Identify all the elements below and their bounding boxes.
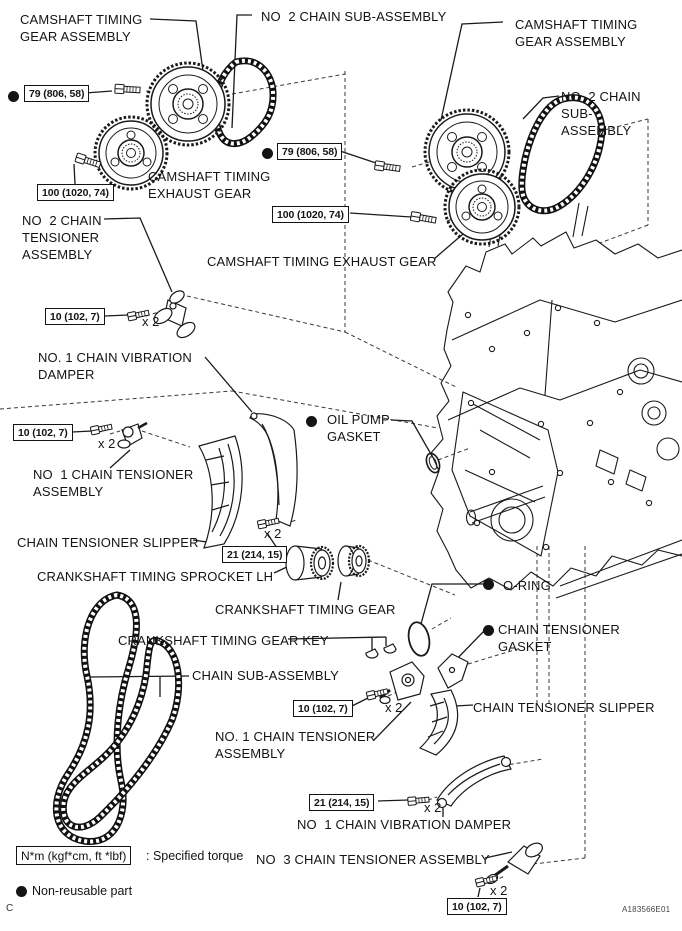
label-no1-chain-vibration-damper-bottom: NO 1 CHAIN VIBRATION DAMPER [297, 817, 512, 832]
multiplier-x2: x 2 [490, 883, 508, 898]
label-no2-chain-sub-assembly-top: NO 2 CHAIN SUB-ASSEMBLY [261, 9, 447, 24]
engine-block-line-art [430, 202, 682, 599]
leader-lines [71, 14, 560, 898]
crankshaft-timing-gear-key-drawing [365, 643, 397, 659]
torque-box-21-a: 21 (214, 15) [222, 546, 288, 563]
label-no1-chain-tensioner-assembly-top: NO 1 CHAIN TENSIONER ASSEMBLY [33, 467, 194, 499]
chain-tensioner-slipper-right-drawing [418, 689, 459, 756]
oil-pump-gasket-drawing [425, 452, 441, 474]
label-no2-chain-tensioner-assembly: NO 2 CHAIN TENSIONER ASSEMBLY [22, 213, 102, 262]
chain-tensioner-slipper-left-drawing [198, 435, 243, 549]
torque-box-100-right: 100 (1020, 74) [272, 206, 349, 223]
no1-chain-tensioner-assembly-bottom-drawing [379, 661, 425, 705]
non-reusable-bullet-icon [483, 625, 494, 636]
label-crankshaft-timing-sprocket-lh: CRANKSHAFT TIMING SPROCKET LH [37, 569, 274, 584]
legend-torque-units-box: N*m (kgf*cm, ft *lbf) [16, 846, 132, 865]
non-reusable-bullet-icon [262, 148, 273, 159]
torque-box-10-d: 10 (102, 7) [447, 898, 507, 915]
label-no2-chain-sub-assembly-right: NO 2 CHAIN SUB- ASSEMBLY [561, 89, 641, 138]
page-corner-mark: C [6, 903, 14, 914]
multiplier-x2: x 2 [385, 700, 403, 715]
chain-tensioner-gasket-drawing [437, 653, 469, 689]
camshaft-timing-gear-assembly-right-drawing [423, 108, 511, 196]
camshaft-timing-exhaust-gear-right-drawing [443, 168, 521, 246]
label-o-ring: O-RING [503, 578, 551, 593]
label-chain-tensioner-slipper-left: CHAIN TENSIONER SLIPPER [17, 535, 199, 550]
torque-box-79-left: 79 (806, 58) [24, 85, 90, 102]
label-no1-chain-tensioner-assembly-bottom: NO. 1 CHAIN TENSIONER ASSEMBLY [215, 729, 376, 761]
o-ring-drawing [407, 621, 431, 657]
multiplier-x2: x 2 [264, 526, 282, 541]
non-reusable-bullet-icon [8, 91, 19, 102]
legend-nonreusable-meaning: Non-reusable part [32, 884, 133, 898]
camshaft-timing-exhaust-gear-left-drawing [93, 115, 169, 191]
torque-box-10-c: 10 (102, 7) [293, 700, 353, 717]
label-camshaft-timing-exhaust-gear-right: CAMSHAFT TIMING EXHAUST GEAR [207, 254, 437, 269]
label-crankshaft-timing-gear-key: CRANKSHAFT TIMING GEAR KEY [118, 633, 329, 648]
label-camshaft-timing-exhaust-gear-left: CAMSHAFT TIMING EXHAUST GEAR [148, 169, 271, 201]
multiplier-x2: x 2 [142, 314, 160, 329]
non-reusable-bullet-icon [483, 579, 494, 590]
label-chain-tensioner-gasket: CHAIN TENSIONER GASKET [498, 622, 620, 654]
no1-chain-tensioner-assembly-top-drawing [117, 421, 148, 449]
no2-chain-sub-assembly-right-drawing [518, 94, 606, 215]
label-crankshaft-timing-gear: CRANKSHAFT TIMING GEAR [215, 602, 396, 617]
label-oil-pump-gasket: OIL PUMP GASKET [327, 412, 390, 444]
chain-sub-assembly-drawing [52, 591, 183, 845]
camshaft-timing-gear-assembly-left-drawing [145, 61, 231, 147]
label-chain-tensioner-slipper-right: CHAIN TENSIONER SLIPPER [473, 700, 655, 715]
torque-box-10-b: 10 (102, 7) [13, 424, 73, 441]
label-chain-sub-assembly: CHAIN SUB-ASSEMBLY [192, 668, 339, 683]
torque-box-100-left: 100 (1020, 74) [37, 184, 114, 201]
label-no3-chain-tensioner-assembly: NO 3 CHAIN TENSIONER ASSEMBLY [256, 852, 490, 867]
bolt-icons [74, 83, 498, 888]
torque-box-10-a: 10 (102, 7) [45, 308, 105, 325]
non-reusable-bullet-icon [306, 416, 317, 427]
no1-chain-vibration-damper-top-drawing [249, 412, 298, 527]
crankshaft-timing-gear-drawing [337, 544, 371, 578]
non-reusable-bullet-icon [16, 886, 27, 897]
torque-box-79-right: 79 (806, 58) [277, 143, 343, 160]
legend-torque-meaning: : Specified torque [146, 849, 244, 863]
multiplier-x2: x 2 [98, 436, 116, 451]
figure-code: A183566E01 [622, 905, 671, 914]
label-no1-chain-vibration-damper-top: NO. 1 CHAIN VIBRATION DAMPER [38, 350, 192, 382]
label-camshaft-timing-gear-assembly-left: CAMSHAFT TIMING GEAR ASSEMBLY [20, 12, 143, 44]
multiplier-x2: x 2 [424, 800, 442, 815]
label-camshaft-timing-gear-assembly-right: CAMSHAFT TIMING GEAR ASSEMBLY [515, 17, 638, 49]
no3-chain-tensioner-assembly-drawing [485, 842, 543, 885]
crankshaft-timing-sprocket-lh-drawing [285, 545, 335, 581]
no2-chain-tensioner-assembly-drawing [153, 290, 196, 339]
no1-chain-vibration-damper-bottom-drawing [436, 755, 512, 809]
torque-box-21-b: 21 (214, 15) [309, 794, 375, 811]
